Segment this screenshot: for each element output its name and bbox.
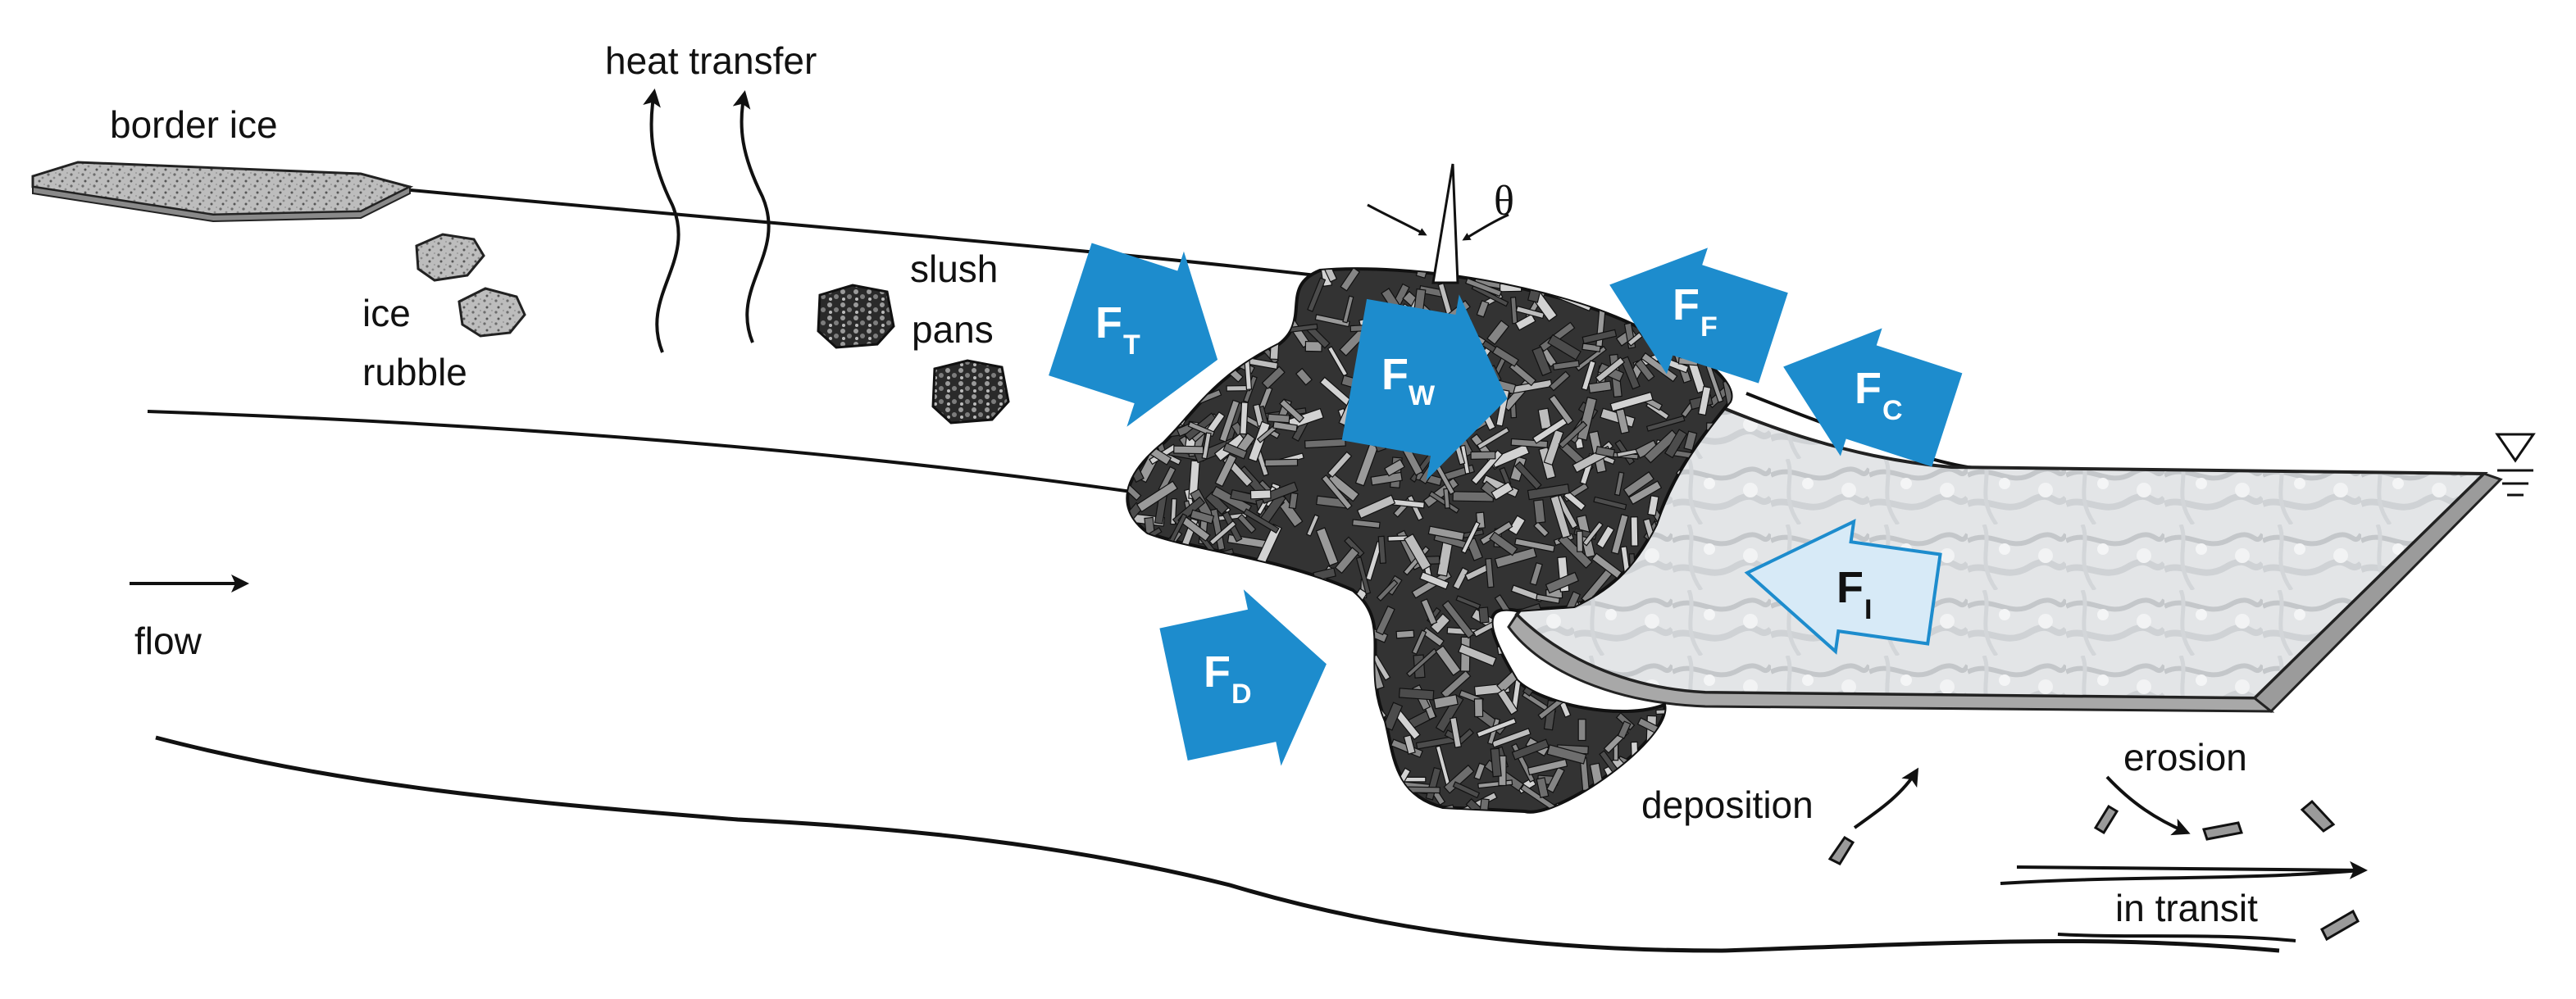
- force-arrow-ft: F T: [1049, 243, 1218, 427]
- force-sub-fw: W: [1409, 380, 1436, 411]
- water-level-symbol: [2495, 433, 2536, 497]
- force-label-ff: F: [1673, 280, 1700, 329]
- theta-angle: [1367, 163, 1509, 284]
- force-label-fc: F: [1855, 364, 1882, 413]
- force-arrow-ff: F F: [1609, 247, 1788, 384]
- slush-pans: [817, 284, 1010, 425]
- label-erosion: erosion: [2123, 736, 2247, 779]
- label-ice: ice: [362, 292, 411, 334]
- label-slush: slush: [910, 247, 998, 290]
- river-outline: [147, 187, 2362, 953]
- force-sub-ft: T: [1123, 329, 1140, 361]
- force-arrow-fd: F D: [1159, 589, 1327, 766]
- ice-cover: [1507, 391, 2503, 714]
- label-pans: pans: [912, 308, 994, 351]
- label-in-transit: in transit: [2115, 887, 2258, 929]
- label-rubble: rubble: [362, 351, 467, 393]
- ice-rubble-chunks: [415, 233, 526, 338]
- label-flow: flow: [134, 620, 203, 662]
- label-heat-transfer: heat transfer: [605, 39, 817, 82]
- label-theta: θ: [1494, 178, 1514, 225]
- force-label-fi: F: [1836, 563, 1864, 612]
- heat-transfer-arrows: [643, 89, 771, 353]
- border-ice-shape: [31, 161, 414, 223]
- force-arrow-fw: F W: [1341, 294, 1508, 480]
- force-sub-fi: I: [1864, 594, 1872, 625]
- label-deposition: deposition: [1641, 783, 1814, 826]
- force-sub-fd: D: [1231, 679, 1252, 710]
- label-border-ice: border ice: [110, 103, 278, 146]
- sediment-particles: [1827, 799, 2360, 942]
- sediment-arrows: [1853, 767, 2368, 879]
- force-sub-fc: C: [1882, 395, 1903, 426]
- force-label-ft: F: [1095, 298, 1122, 347]
- force-label-fw: F: [1381, 350, 1409, 399]
- force-arrow-fc: F C: [1783, 328, 1963, 467]
- force-arrow-fi: F I: [1744, 519, 1942, 655]
- force-sub-ff: F: [1700, 311, 1718, 343]
- force-label-fd: F: [1204, 647, 1231, 697]
